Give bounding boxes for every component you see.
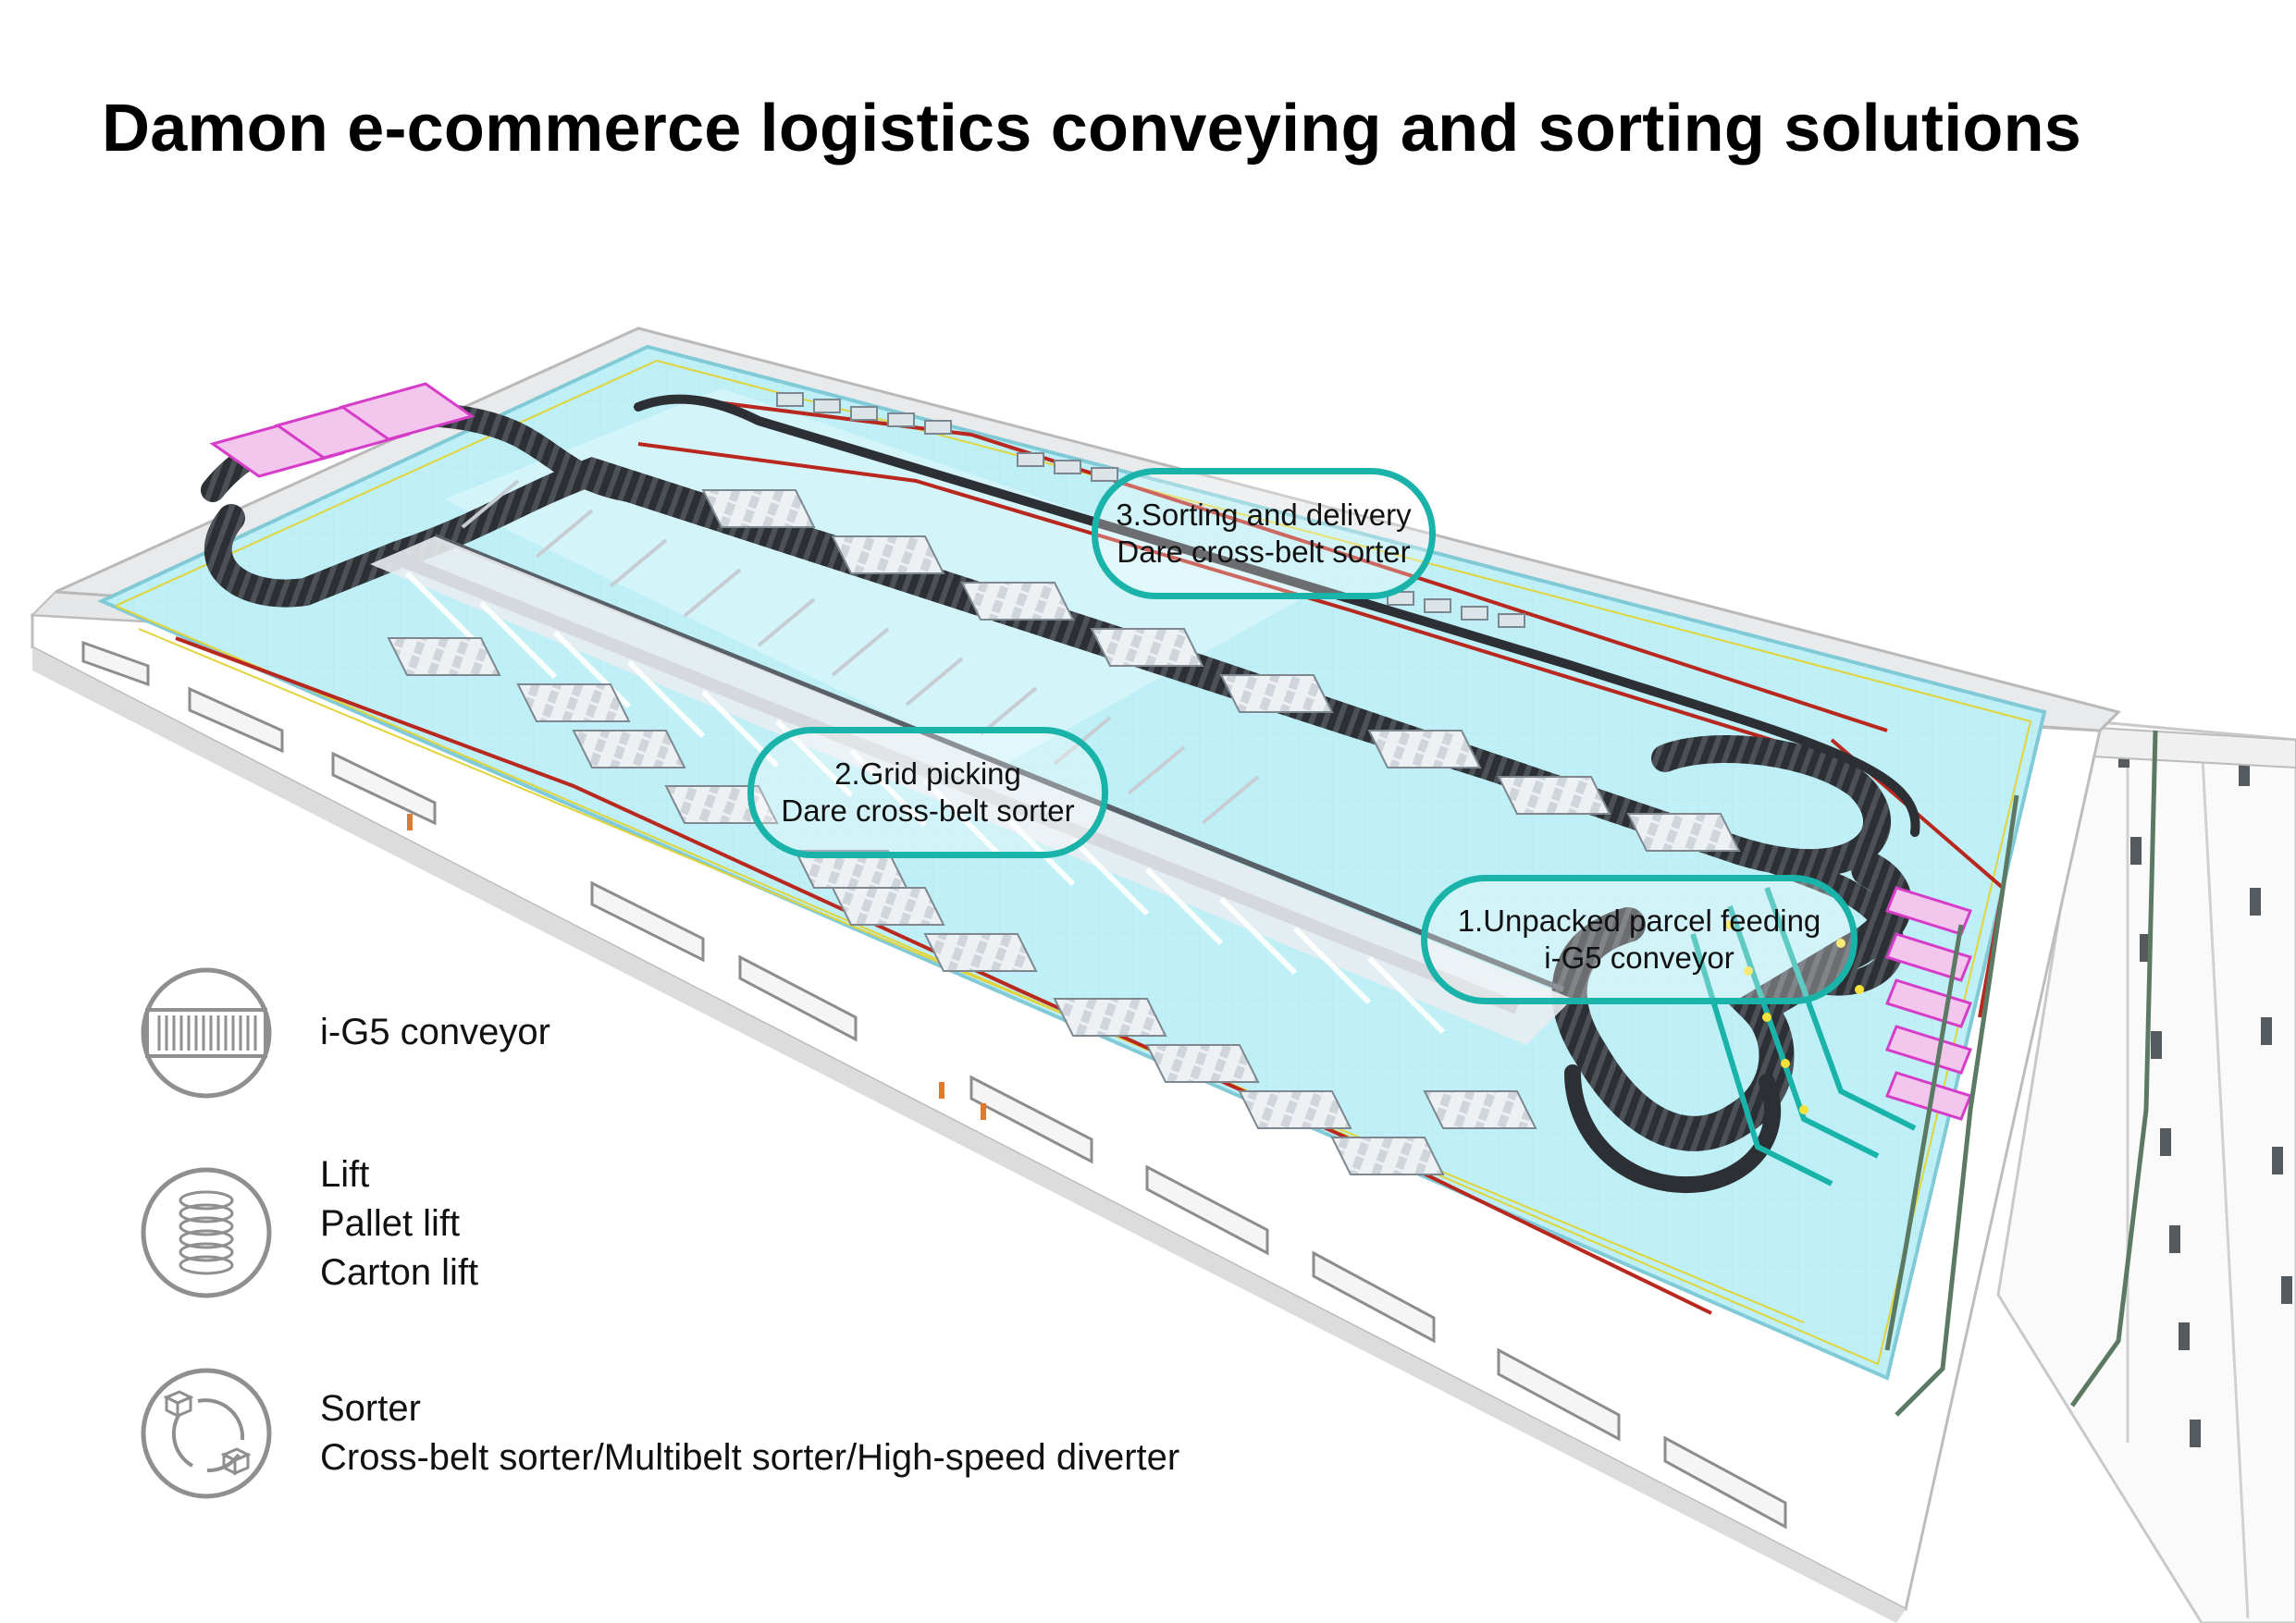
callout-grid-picking: 2.Grid picking Dare cross-belt sorter <box>747 727 1108 858</box>
page-title: Damon e-commerce logistics conveying and… <box>102 92 2082 166</box>
legend-lift-text: Lift Pallet lift Carton lift <box>320 1150 478 1297</box>
conveyor-icon <box>141 967 272 1099</box>
legend-sorter-label: Sorter <box>320 1388 421 1429</box>
callout-feeding-line2: i-G5 conveyor <box>1544 941 1734 975</box>
callout-grid-line2: Dare cross-belt sorter <box>781 793 1075 828</box>
callout-feeding-line1: 1.Unpacked parcel feeding <box>1457 904 1821 938</box>
callout-sorting-line1: 3.Sorting and delivery <box>1116 498 1412 532</box>
legend-conveyor-text: i-G5 conveyor <box>320 1008 550 1057</box>
sorter-outlets <box>209 382 1972 1121</box>
right-side-conveyor <box>1884 730 2158 1417</box>
legend-lift-label: Lift <box>320 1154 370 1195</box>
picking-shelving <box>387 489 1741 1175</box>
legend-sorter-types-label: Cross-belt sorter/Multibelt sorter/High-… <box>320 1437 1180 1478</box>
callout-unpacked-parcel-feeding: 1.Unpacked parcel feeding i-G5 conveyor <box>1421 875 1858 1004</box>
sorter-cycle-icon <box>141 1368 272 1499</box>
callout-sorting-and-delivery: 3.Sorting and delivery Dare cross-belt s… <box>1092 468 1436 599</box>
lift-coil-icon <box>141 1167 272 1298</box>
feeding-conveyor-teal <box>1690 886 1917 1187</box>
legend-pallet-lift-label: Pallet lift <box>320 1203 461 1244</box>
legend-sorter-text: Sorter Cross-belt sorter/Multibelt sorte… <box>320 1384 1179 1482</box>
callout-sorting-line2: Dare cross-belt sorter <box>1117 535 1411 569</box>
grid-picking-sorter <box>370 479 1573 1045</box>
legend-carton-lift-label: Carton lift <box>320 1252 479 1293</box>
legend-conveyor-label: i-G5 conveyor <box>320 1012 550 1052</box>
top-delivery-stations <box>776 392 1525 628</box>
callout-grid-line1: 2.Grid picking <box>834 756 1021 791</box>
